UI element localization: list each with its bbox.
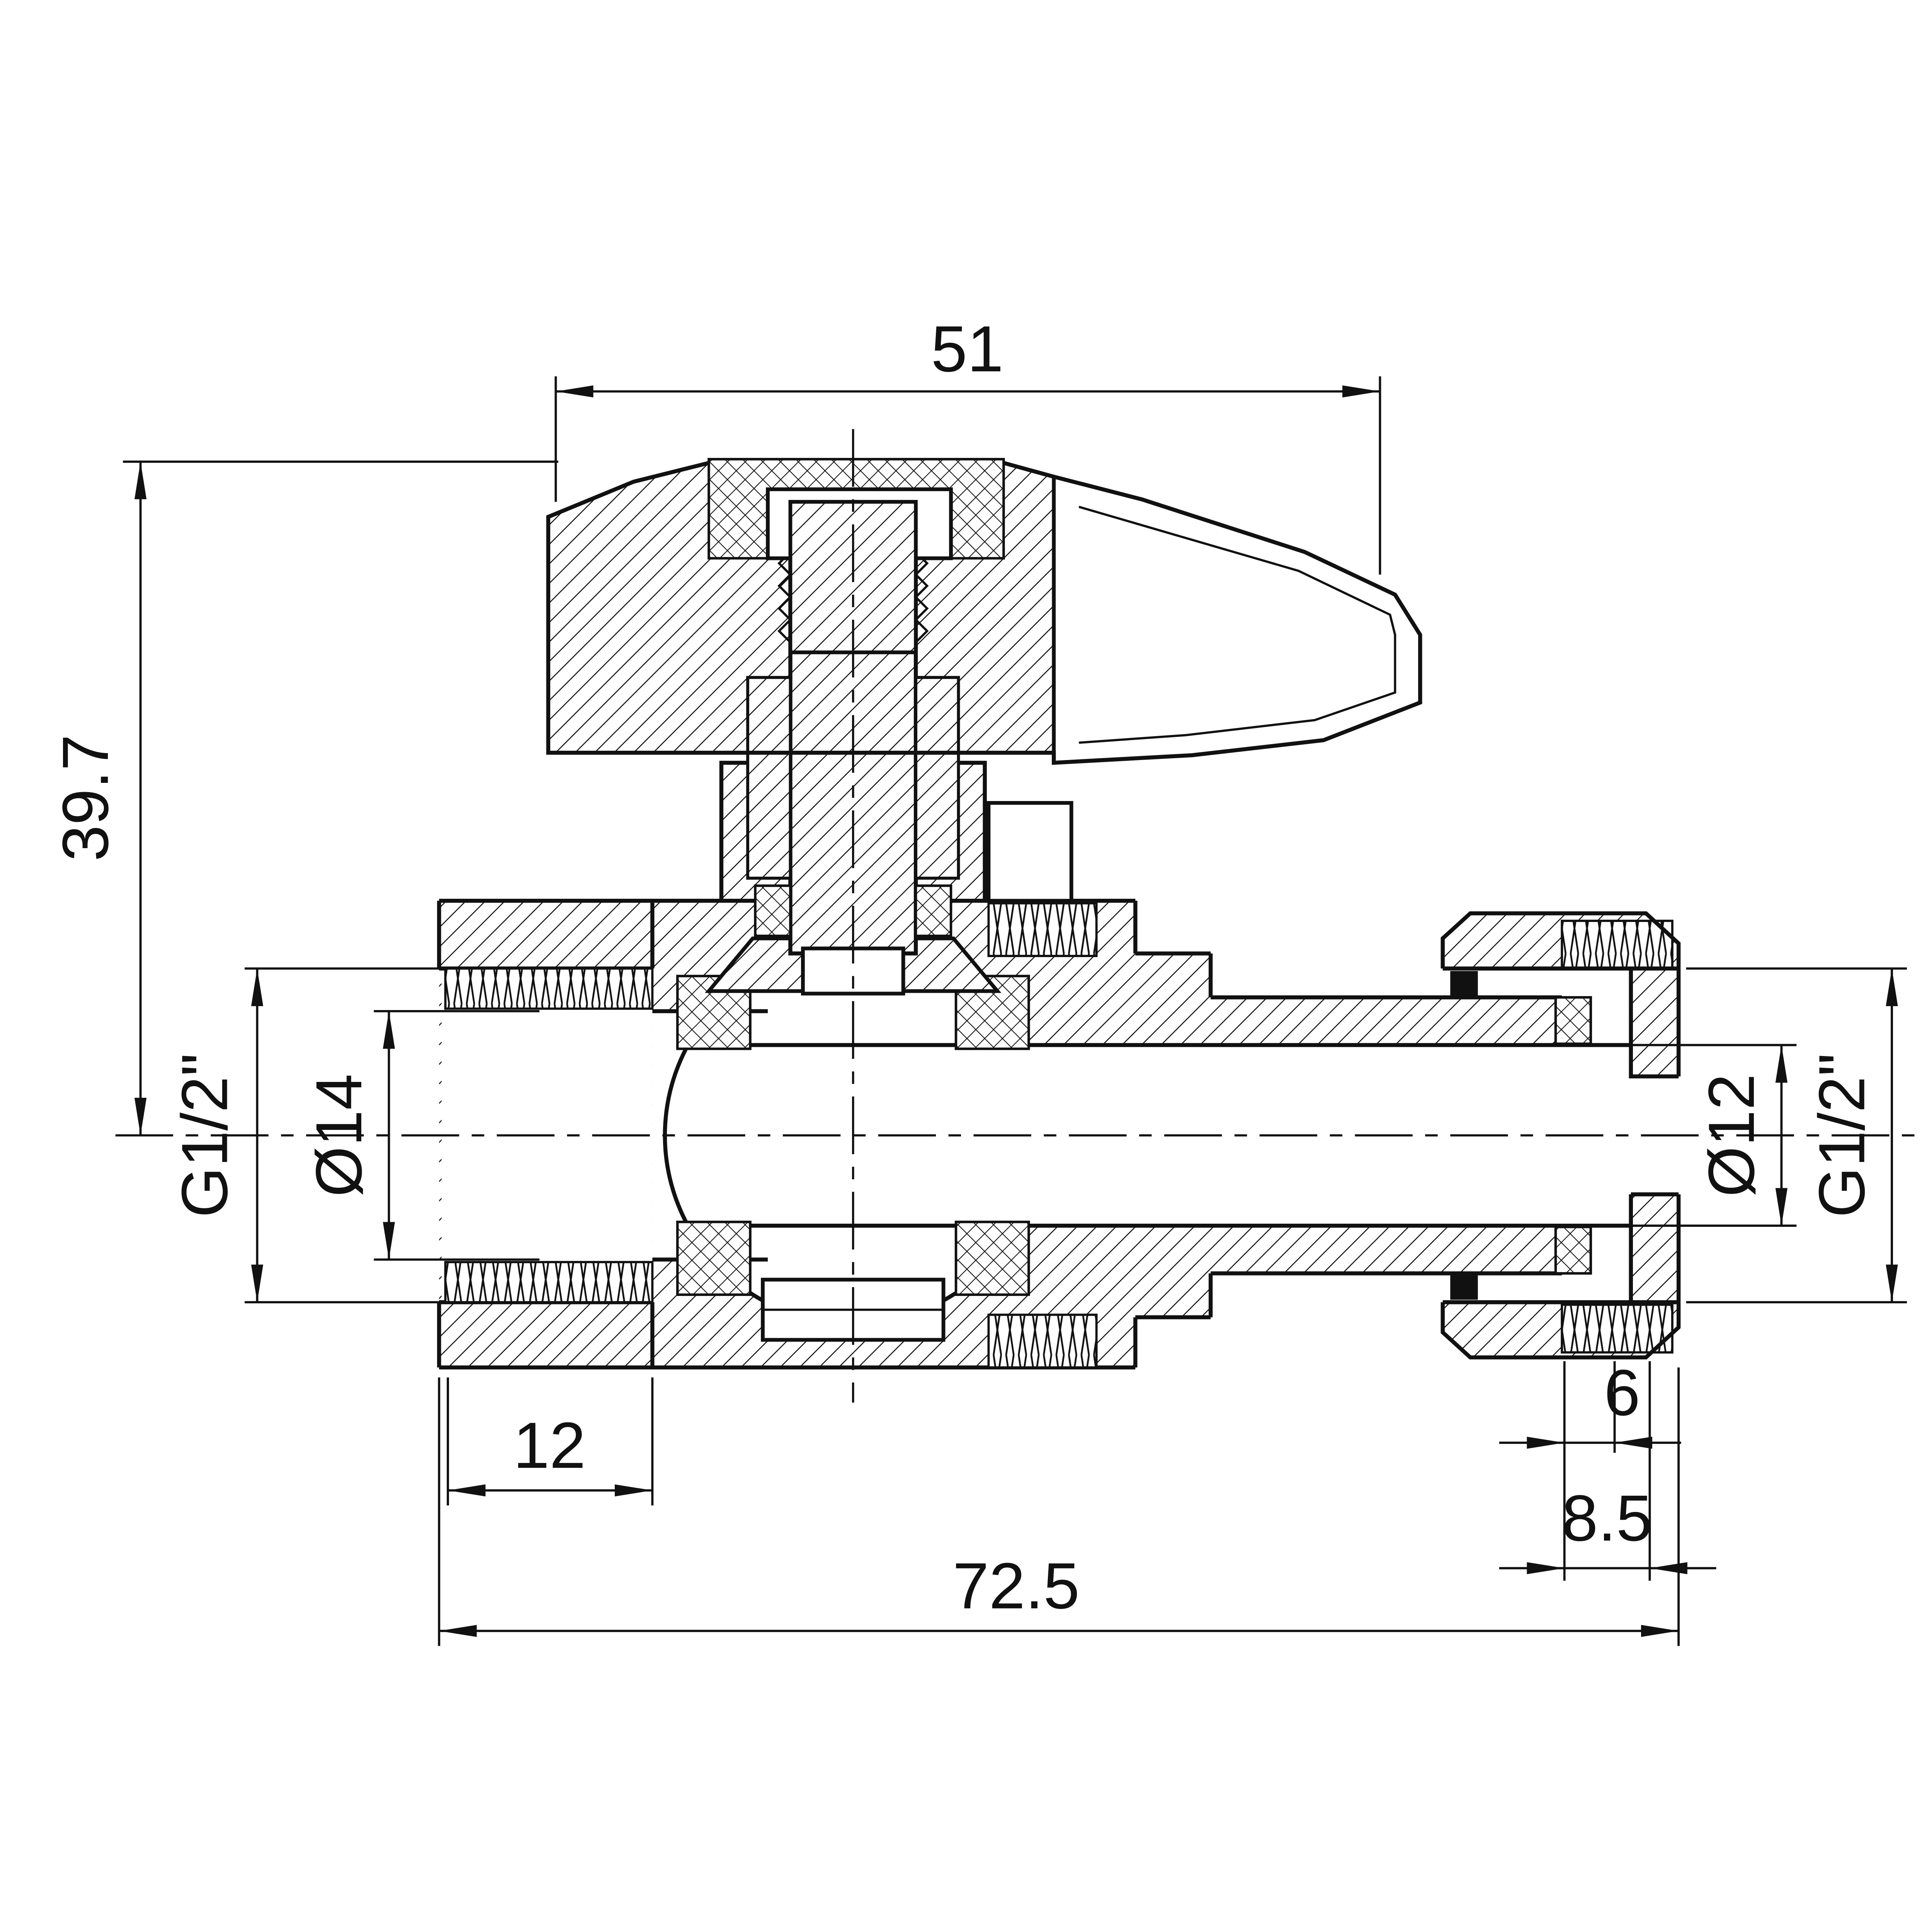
handle-wing-inner-contour — [1078, 505, 1396, 744]
centerlines — [115, 429, 1922, 1403]
nut-thread-bottom — [1561, 1303, 1673, 1354]
dim-hex-length: 12 — [447, 1377, 654, 1506]
seat-bottom-left — [676, 1221, 752, 1296]
bore-lines — [709, 1043, 1631, 1228]
handle-left-wing-section — [548, 463, 709, 753]
inlet-thread-bottom — [444, 1261, 654, 1304]
o-ring-top — [1450, 971, 1478, 996]
o-ring-bottom — [1450, 1274, 1478, 1300]
ball-assembly — [676, 975, 1030, 1342]
dim-nut-b: 8.5 — [1499, 1361, 1716, 1581]
dim-handle-width: 51 — [554, 312, 1381, 575]
washer-bottom — [1554, 1226, 1592, 1275]
nut-outline — [1440, 911, 1681, 1360]
outlet-thread-bottom — [987, 1313, 1098, 1369]
packing-left — [754, 884, 792, 937]
dim-label-nut-a: 6 — [1604, 1356, 1640, 1429]
washer-top — [1554, 996, 1592, 1045]
dim-outlet-thread: G1/2" — [1686, 967, 1907, 1304]
nut-right-wall-top — [1631, 968, 1679, 1077]
dim-nut-a: 6 — [1499, 1356, 1681, 1581]
dim-label-outlet-bore: Ø12 — [1695, 1074, 1768, 1197]
handle-right-wing — [1052, 474, 1422, 765]
dim-label-overall-length: 72.5 — [953, 1549, 1080, 1622]
tailpiece-bottom-wall — [1211, 1227, 1568, 1274]
inlet-thread-top — [444, 967, 654, 1010]
outlet-thread-top — [987, 902, 1098, 957]
valve-drawing: 51 39.7 G1/2" Ø14 — [49, 312, 1922, 1646]
handle-hub-right-section — [1003, 463, 1054, 753]
handle-stop-lug — [986, 801, 1073, 903]
dim-label-inlet-thread: G1/2" — [168, 1053, 241, 1218]
dim-label-overall-height: 39.7 — [49, 735, 122, 862]
tailpiece-top-wall — [1211, 997, 1568, 1044]
gland-right — [916, 677, 959, 878]
dim-outlet-bore: Ø12 — [1555, 1044, 1797, 1227]
threads — [444, 902, 1673, 1369]
packing-right — [914, 884, 952, 937]
dim-overall-length: 72.5 — [438, 1367, 1680, 1646]
dim-label-handle-width: 51 — [931, 312, 1003, 385]
dim-label-outlet-thread: G1/2" — [1805, 1053, 1878, 1218]
dimensions: 51 39.7 G1/2" Ø14 — [49, 312, 1907, 1646]
nut-thread-top — [1561, 920, 1673, 970]
gland-left-outline — [746, 676, 792, 880]
nut-right-wall-bottom — [1631, 1194, 1679, 1303]
seat-bottom-right — [954, 1221, 1030, 1296]
dim-inlet-thread: G1/2" — [168, 967, 454, 1304]
dim-inlet-bore: Ø14 — [302, 1010, 540, 1261]
dim-label-inlet-bore: Ø14 — [302, 1074, 375, 1197]
dim-label-hex-length: 12 — [513, 1409, 586, 1482]
handle-outline — [546, 461, 1422, 765]
union-nut — [1440, 911, 1681, 1360]
dim-overall-height: 39.7 — [49, 460, 558, 1136]
gland-right-outline — [914, 676, 960, 880]
dim-label-nut-b: 8.5 — [1562, 1481, 1653, 1554]
gland-left — [748, 677, 791, 878]
